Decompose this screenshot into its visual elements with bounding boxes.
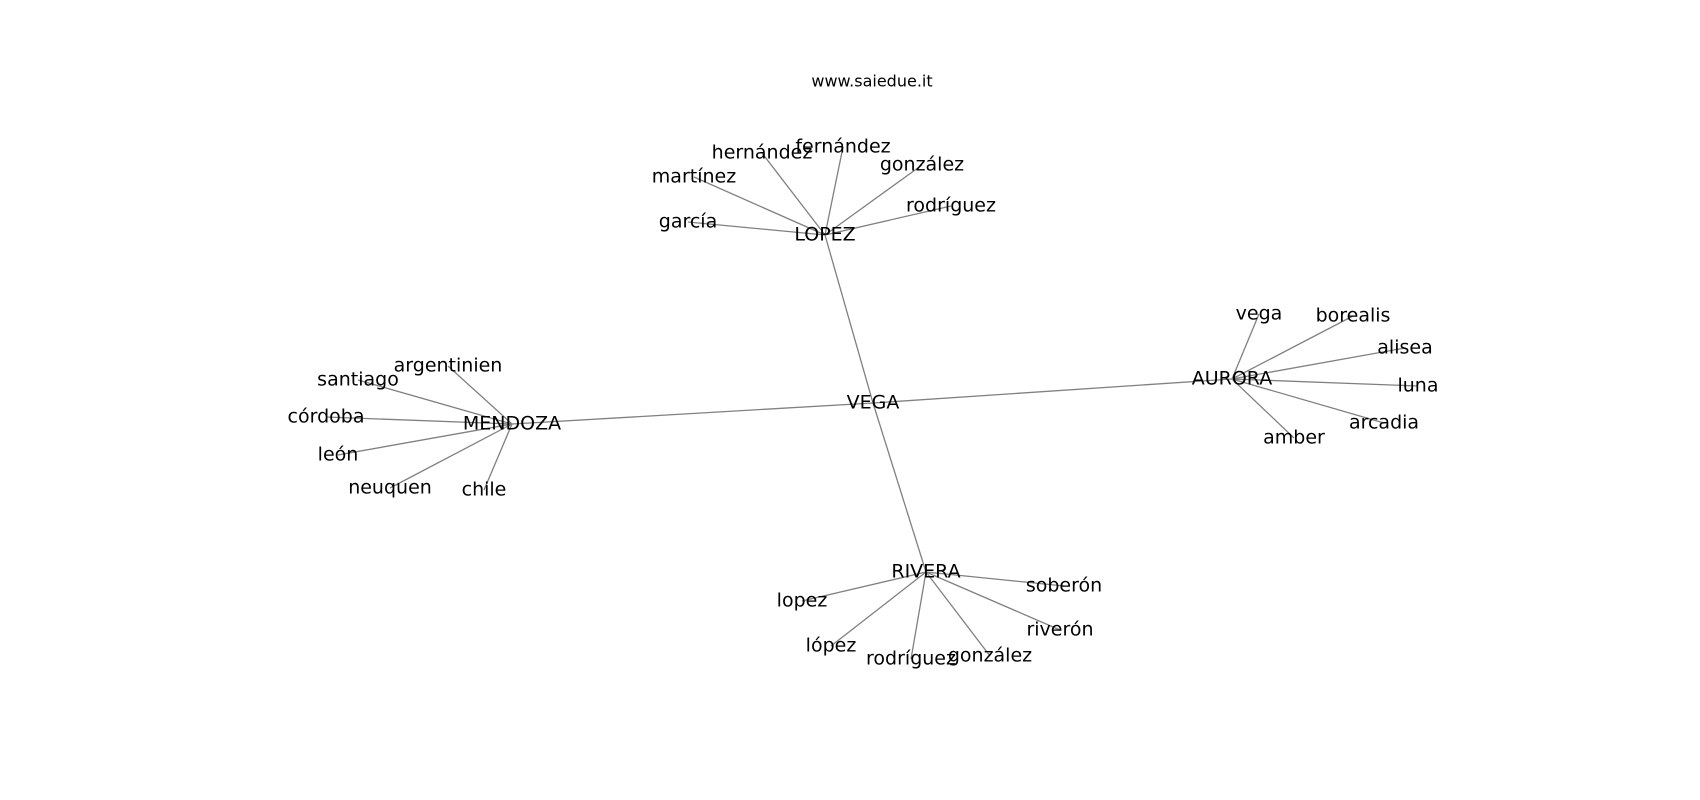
leaf-node-label: león (318, 444, 359, 466)
edge-root-lopez (824, 234, 874, 404)
edge-rivera-leaf (925, 571, 1065, 587)
hub-node-mendoza: MENDOZA (463, 413, 561, 435)
leaf-node-label: gonzález (880, 154, 964, 176)
leaf-node-label: gonzález (948, 645, 1032, 667)
edge-rivera-leaf (801, 571, 927, 602)
edge-lopez-leaf (693, 176, 826, 236)
leaf-node-label: riverón (1026, 619, 1093, 641)
leaf-node-label: córdoba (288, 406, 365, 428)
leaf-node-label: luna (1397, 375, 1438, 397)
leaf-node-label: lopez (777, 590, 828, 612)
hub-node-rivera: RIVERA (891, 561, 960, 583)
leaf-node-label: lópez (806, 635, 857, 657)
edge-aurora-leaf (1231, 315, 1354, 380)
edge-aurora-leaf (1231, 347, 1406, 380)
edge-rivera-leaf (910, 571, 927, 660)
edge-lopez-leaf (824, 164, 923, 236)
edge-aurora-leaf (1231, 378, 1419, 387)
edge-mendoza-leaf (337, 423, 513, 456)
hub-node-aurora: AURORA (1192, 368, 1273, 390)
leaf-node-label: santiago (317, 369, 399, 391)
edge-root-aurora (872, 378, 1233, 404)
edge-aurora-leaf (1231, 378, 1385, 424)
leaf-node-label: martínez (652, 166, 736, 188)
leaf-node-label: vega (1236, 303, 1283, 325)
edge-layer (325, 146, 1419, 660)
leaf-node-label: fernández (795, 136, 890, 158)
leaf-node-label: arcadia (1349, 412, 1419, 434)
edge-mendoza-leaf (325, 416, 513, 425)
edge-mendoza-leaf (447, 365, 513, 425)
leaf-node-label: neuquen (348, 477, 432, 499)
edge-lopez-leaf (824, 205, 952, 236)
hub-node-lopez: LOPEZ (794, 224, 855, 246)
edge-rivera-leaf (830, 571, 927, 647)
edge-aurora-leaf (1231, 378, 1295, 439)
edge-root-mendoza (511, 402, 874, 425)
edge-lopez-leaf (761, 152, 826, 236)
edge-rivera-leaf (925, 571, 991, 657)
root-node-label: VEGA (847, 392, 900, 414)
leaf-node-label: amber (1263, 427, 1325, 449)
leaf-node-label: argentinien (394, 355, 503, 377)
site-watermark: www.saiedue.it (811, 72, 932, 91)
edge-root-rivera (872, 402, 927, 573)
leaf-node-label: rodríguez (866, 648, 956, 670)
leaf-node-label: rodríguez (906, 195, 996, 217)
leaf-node-label: garcía (659, 211, 717, 233)
label-layer: VEGA LOPEZ garcía martínezhernándezfernánde… (288, 136, 1439, 670)
edge-mendoza-leaf (389, 423, 513, 489)
leaf-node-label: hernández (712, 142, 813, 164)
leaf-node-label: soberón (1026, 575, 1102, 597)
edge-lopez-leaf (687, 221, 826, 236)
leaf-node-label: chile (462, 479, 507, 501)
leaf-node-label: alisea (1377, 337, 1432, 359)
leaf-node-label: borealis (1316, 305, 1391, 327)
edge-rivera-leaf (925, 571, 1061, 631)
edge-mendoza-leaf (357, 379, 513, 425)
edge-mendoza-leaf (483, 423, 513, 491)
edge-aurora-leaf (1231, 313, 1260, 380)
edge-lopez-leaf (824, 146, 844, 236)
